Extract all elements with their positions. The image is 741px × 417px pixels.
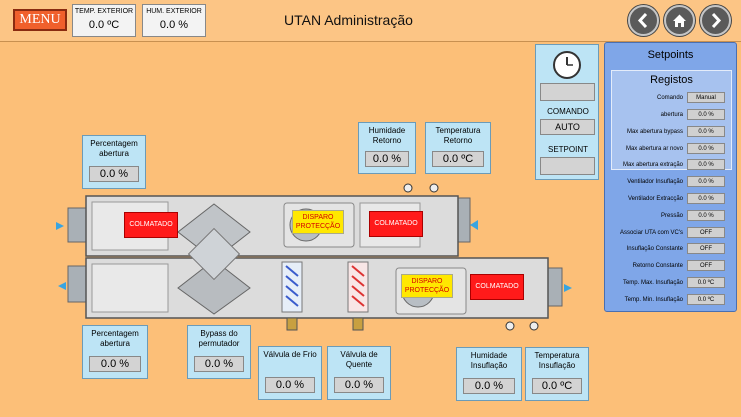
pct-abertura-bottom-box: Percentagem abertura 0.0 % <box>82 325 148 379</box>
setpoint-row-value[interactable]: 0.0 ºC <box>687 277 725 288</box>
setpoint-row-label: Pressão <box>660 213 683 219</box>
bypass-label: Bypass do permutador <box>198 329 240 348</box>
setpoint-row-value[interactable]: 0.0 % <box>687 126 725 137</box>
setpoints-panel: Setpoints Registos Comando Manual abertur… <box>604 42 737 312</box>
setpoint-row-value[interactable]: 0.0 % <box>687 210 725 221</box>
setpoint-row: Ventilador Extracção 0.0 % <box>605 193 738 205</box>
setpoint-row-value[interactable]: OFF <box>687 227 725 238</box>
hum-exterior-box: HUM. EXTERIOR 0.0 % <box>142 4 206 37</box>
pct-abertura-top-label: Percentagem abertura <box>90 139 138 158</box>
temp-exterior-box: TEMP. EXTERIOR 0.0 ºC <box>72 4 136 37</box>
back-button[interactable] <box>628 5 659 36</box>
registos-title: Registos <box>650 74 693 86</box>
setpoint-row-label: Max abertura extração <box>622 162 683 168</box>
setpoint-row: abertura 0.0 % <box>605 109 738 121</box>
setpoint-row-label: Comando <box>656 95 683 101</box>
setpoint-row-label: Associar UTA com VC's <box>619 230 683 236</box>
home-button[interactable] <box>664 5 695 36</box>
humidade-retorno-value: 0.0 % <box>365 151 409 167</box>
bypass-value: 0.0 % <box>194 356 244 372</box>
valvula-quente-box: Válvula de Quente 0.0 % <box>327 346 391 400</box>
pct-abertura-top-value: 0.0 % <box>89 166 139 182</box>
setpoint-row-value[interactable]: 0.0 % <box>687 143 725 154</box>
setpoint-row-label: abertura <box>660 112 683 118</box>
setpoint-row: Temp. Max. Insuflação 0.0 ºC <box>605 277 738 289</box>
chevron-left-icon <box>637 13 648 28</box>
setpoint-row-value[interactable]: 0.0 ºC <box>687 294 725 305</box>
humidade-retorno-label: Humidade Retorno <box>368 126 406 145</box>
valvula-quente-value: 0.0 % <box>334 377 384 393</box>
temperatura-retorno-label: Temperatura Retorno <box>435 126 481 145</box>
temperatura-insuflacao-box: Temperatura Insuflação 0.0 ºC <box>525 347 589 401</box>
setpoint-row-label: Insuflação Constante <box>626 246 683 252</box>
top-bar: MENU TEMP. EXTERIOR 0.0 ºC HUM. EXTERIOR… <box>0 0 741 42</box>
setpoint-row: Ventilador Insuflação 0.0 % <box>605 176 738 188</box>
setpoint-row-value[interactable]: 0.0 % <box>687 176 725 187</box>
setpoint-row: Temp. Min. Insuflação 0.0 ºC <box>605 294 738 306</box>
setpoint-label: SETPOINT <box>547 145 588 154</box>
colmatado-alarm-3: COLMATADO <box>470 274 524 300</box>
setpoint-row: Retorno Constante OFF <box>605 260 738 272</box>
setpoint-row-label: Retorno Constante <box>632 263 683 269</box>
setpoint-row: Max abertura extração 0.0 % <box>605 159 738 171</box>
setpoint-row-value[interactable]: OFF <box>687 243 725 254</box>
setpoint-row: Comando Manual <box>605 92 738 104</box>
setpoint-row-value[interactable]: OFF <box>687 260 725 271</box>
menu-button[interactable]: MENU <box>13 9 67 31</box>
humidade-retorno-box: Humidade Retorno 0.0 % <box>358 122 416 174</box>
valvula-frio-box: Válvula de Frio 0.0 % <box>258 346 322 400</box>
clock-display <box>540 83 595 101</box>
chevron-right-icon <box>711 13 722 28</box>
setpoint-row: Pressão 0.0 % <box>605 210 738 222</box>
valvula-quente-label: Válvula de Quente <box>340 350 378 369</box>
pct-abertura-bottom-value: 0.0 % <box>89 356 141 372</box>
comando-label: COMANDO <box>547 107 589 116</box>
comando-value[interactable]: AUTO <box>540 119 595 135</box>
setpoint-row-label: Ventilador Extracção <box>627 196 683 202</box>
temperatura-retorno-value: 0.0 ºC <box>432 151 484 167</box>
temperatura-insuflacao-value: 0.0 ºC <box>532 378 582 394</box>
disparo-alarm-1: DISPARO PROTECÇÃO <box>292 210 344 234</box>
setpoint-row-value[interactable]: 0.0 % <box>687 109 725 120</box>
setpoints-title: Setpoints <box>647 49 694 61</box>
bypass-box: Bypass do permutador 0.0 % <box>187 325 251 379</box>
page-title: UTAN Administração <box>284 12 413 28</box>
temp-exterior-value: 0.0 ºC <box>88 19 120 31</box>
humidade-insuflacao-box: Humidade Insuflação 0.0 % <box>456 347 522 401</box>
colmatado-alarm-1: COLMATADO <box>124 212 178 238</box>
setpoint-row-label: Temp. Max. Insuflação <box>622 280 683 286</box>
clock-icon <box>553 51 581 79</box>
valvula-frio-value: 0.0 % <box>265 377 315 393</box>
forward-button[interactable] <box>700 5 731 36</box>
home-icon <box>673 14 686 27</box>
setpoint-row-value[interactable]: 0.0 % <box>687 159 725 170</box>
setpoint-row-value[interactable]: 0.0 % <box>687 193 725 204</box>
hum-exterior-label: HUM. EXTERIOR <box>146 8 202 15</box>
hum-exterior-value: 0.0 % <box>159 19 189 31</box>
valvula-frio-label: Válvula de Frio <box>263 350 317 359</box>
setpoint-row: Insuflação Constante OFF <box>605 243 738 255</box>
setpoint-row: Max abertura ar novo 0.0 % <box>605 143 738 155</box>
setpoint-row-value[interactable]: Manual <box>687 92 725 103</box>
setpoint-row-label: Temp. Min. Insuflação <box>624 297 683 303</box>
humidade-insuflacao-value: 0.0 % <box>463 378 515 394</box>
colmatado-alarm-2: COLMATADO <box>369 211 423 237</box>
pct-abertura-bottom-label: Percentagem abertura <box>91 329 139 348</box>
temperatura-retorno-box: Temperatura Retorno 0.0 ºC <box>425 122 491 174</box>
temp-exterior-label: TEMP. EXTERIOR <box>74 8 134 15</box>
setpoint-row-label: Ventilador Insuflação <box>627 179 683 185</box>
setpoint-row-label: Max abertura bypass <box>626 129 683 135</box>
pct-abertura-top-box: Percentagem abertura 0.0 % <box>82 135 146 189</box>
humidade-insuflacao-label: Humidade Insuflação <box>470 351 508 370</box>
setpoint-row: Associar UTA com VC's OFF <box>605 227 738 239</box>
disparo-alarm-2: DISPARO PROTECÇÃO <box>401 274 453 298</box>
temperatura-insuflacao-label: Temperatura Insuflação <box>534 351 580 370</box>
setpoint-input[interactable] <box>540 157 595 175</box>
setpoint-row-label: Max abertura ar novo <box>625 146 683 152</box>
setpoint-row: Max abertura bypass 0.0 % <box>605 126 738 138</box>
control-panel: COMANDO AUTO SETPOINT <box>535 44 599 180</box>
